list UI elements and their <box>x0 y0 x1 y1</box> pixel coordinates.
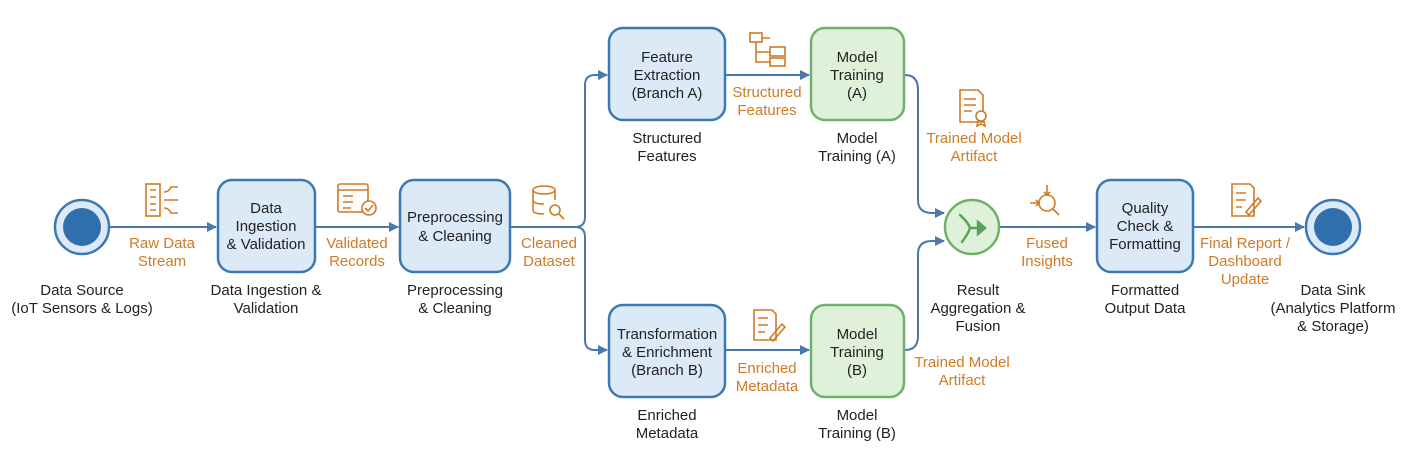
transformation-node: Transformation& Enrichment(Branch B) Enr… <box>607 303 727 442</box>
certificate-document-icon <box>959 89 987 128</box>
data-ingestion-caption: Data Ingestion &Validation <box>211 282 322 317</box>
merge-icon <box>958 213 987 244</box>
preprocessing-box-label: Preprocessing& Cleaning <box>407 209 503 245</box>
magnifier-insight-icon <box>1030 185 1060 216</box>
data-source-caption: Data Source(IoT Sensors & Logs) <box>11 282 152 317</box>
data-stream-icon <box>145 183 178 217</box>
edges <box>110 70 1305 355</box>
data-sink-node: Data Sink(Analytics Platform& Storage) <box>1270 198 1396 335</box>
edge-preprocess-transform <box>574 226 608 355</box>
hierarchy-icon <box>749 32 786 67</box>
preprocessing-node: Preprocessing& Cleaning Preprocessing& C… <box>398 178 512 317</box>
preprocessing-caption: Preprocessing& Cleaning <box>407 282 503 317</box>
edge-preprocess-feature <box>511 70 608 228</box>
checklist-icon <box>337 183 377 216</box>
edge-train-b-merge <box>904 236 945 351</box>
report-pen-icon <box>1231 183 1263 217</box>
document-edit-icon <box>753 309 787 343</box>
data-sink-caption: Data Sink(Analytics Platform& Storage) <box>1270 282 1395 335</box>
database-search-icon <box>532 185 565 220</box>
edge-train-a-merge <box>904 74 945 218</box>
transformation-box-label: Transformation& Enrichment(Branch B) <box>617 326 717 379</box>
data-source-node: Data Source(IoT Sensors & Logs) <box>11 198 153 317</box>
